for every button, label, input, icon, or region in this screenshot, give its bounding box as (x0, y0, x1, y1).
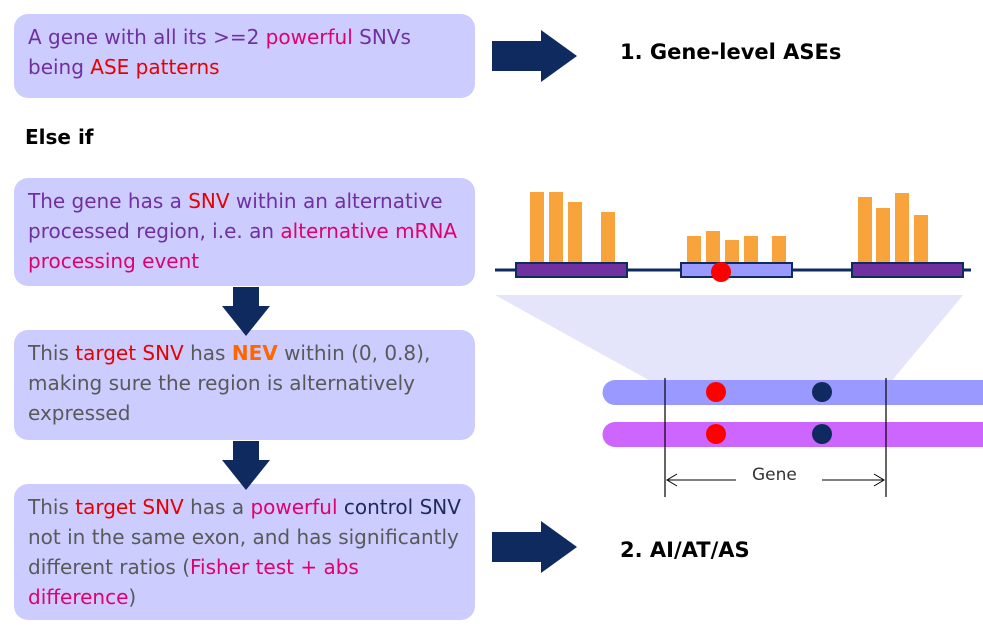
strand-1 (602, 380, 983, 405)
bar (876, 208, 890, 262)
target-snv-strand-2 (706, 424, 726, 444)
zoom-trapezoid (495, 295, 963, 389)
gene-span-right-head (873, 473, 885, 487)
bar (914, 215, 928, 262)
bars-exon-3 (858, 193, 928, 262)
box4-control-snv: control SNV (337, 495, 461, 519)
box1-powerful: powerful (265, 25, 353, 49)
else-if-label: Else if (25, 125, 94, 149)
exon-3 (851, 262, 964, 278)
bars-exon-1 (530, 192, 615, 262)
box1-text-b: SNVs being (28, 25, 411, 79)
box4-fisher-test: Fisher test + abs difference (28, 555, 359, 609)
box3-nev: NEV (231, 341, 278, 365)
bar (530, 192, 544, 262)
box1-ase-patterns: ASE patterns (90, 55, 220, 79)
strand-2 (602, 422, 983, 447)
box4-text-d: ) (128, 585, 137, 609)
bar (601, 212, 615, 262)
bar (549, 192, 563, 262)
bar (568, 202, 582, 262)
box3-text-a: This (28, 341, 76, 365)
result-2-label: 2. AI/AT/AS (620, 538, 750, 562)
box3-text-b: has (183, 341, 232, 365)
arrow-down-1 (222, 287, 270, 336)
exon-2-alternative (680, 262, 793, 278)
result-1-label: 1. Gene-level ASEs (620, 40, 842, 64)
bar (687, 236, 701, 262)
gene-span-left-head (666, 473, 678, 487)
exon-1 (515, 262, 628, 278)
box2-snv: SNV (188, 189, 230, 213)
control-snv-strand-2 (812, 424, 832, 444)
condition-box-3: This target SNV has NEV within (0, 0.8),… (14, 330, 475, 440)
control-snv-strand-1 (812, 382, 832, 402)
target-snv-dot (711, 262, 731, 282)
bar (895, 193, 909, 262)
bar (706, 231, 720, 262)
box2-text-b: within an alternative processed region, … (28, 189, 443, 243)
box4-text-a: This (28, 495, 76, 519)
bars-exon-2 (687, 231, 786, 262)
condition-box-2: The gene has a SNV within an alternative… (14, 178, 475, 286)
box3-target-snv: target SNV (75, 341, 184, 365)
box1-text-a: A gene with all its >=2 (28, 25, 266, 49)
bar (772, 236, 786, 262)
box4-powerful: powerful (250, 495, 338, 519)
box4-text-c: not in the same exon, and has significan… (28, 525, 459, 579)
bar (858, 197, 872, 262)
box4-target-snv: target SNV (75, 495, 184, 519)
box3-text-c: within (0, 0.8), making sure the region … (28, 341, 431, 425)
box4-text-b: has a (183, 495, 251, 519)
arrow-right-1 (492, 30, 577, 82)
box2-text-a: The gene has a (28, 189, 189, 213)
bar (744, 236, 758, 262)
gene-label: Gene (752, 465, 797, 485)
condition-box-4: This target SNV has a powerful control S… (14, 484, 475, 620)
box2-event: alternative mRNA processing event (28, 219, 458, 273)
bar (725, 240, 739, 262)
condition-box-1: A gene with all its >=2 powerful SNVs be… (14, 14, 475, 98)
arrow-down-2 (222, 441, 270, 490)
arrow-right-2 (492, 521, 577, 573)
target-snv-strand-1 (706, 382, 726, 402)
